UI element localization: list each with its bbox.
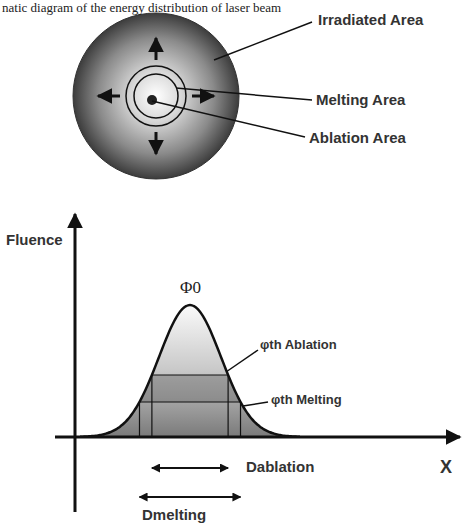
threshold-line xyxy=(152,374,228,375)
figure-title: natic diagram of the energy distribution… xyxy=(2,1,281,15)
threshold-line xyxy=(228,375,229,437)
leader-line xyxy=(152,101,305,137)
threshold-line xyxy=(139,401,240,402)
diameter-arrow xyxy=(139,496,240,498)
dimension-label: Dmelting xyxy=(142,507,206,524)
melting-ring xyxy=(126,66,186,126)
axis-label: Fluence xyxy=(6,232,63,249)
expansion-arrow xyxy=(155,38,158,60)
peak-label: Φ0 xyxy=(180,279,201,298)
leader-line xyxy=(243,402,268,406)
leader-line xyxy=(214,22,312,60)
ablation-ring xyxy=(134,74,178,118)
axis-label: X xyxy=(440,458,452,478)
threshold-label: φth Melting xyxy=(271,393,342,407)
leader-line xyxy=(176,88,312,100)
diameter-arrow xyxy=(152,467,228,469)
threshold-line xyxy=(151,375,152,437)
threshold-line xyxy=(139,402,140,437)
area-label: Melting Area xyxy=(316,92,405,109)
dimension-label: Dablation xyxy=(246,459,314,476)
expansion-arrow xyxy=(98,95,120,98)
gaussian-curve xyxy=(80,305,300,437)
area-label: Irradiated Area xyxy=(318,12,423,29)
leader-line xyxy=(226,350,258,372)
x-axis xyxy=(55,436,460,439)
threshold-label: φth Ablation xyxy=(260,338,337,352)
expansion-arrow xyxy=(192,95,214,98)
melting-band xyxy=(140,375,240,402)
threshold-line xyxy=(240,402,241,437)
ablation-dot xyxy=(147,95,157,105)
irradiated-spot xyxy=(73,13,239,179)
area-label: Ablation Area xyxy=(309,130,406,147)
fluence-axis xyxy=(74,214,77,512)
expansion-arrow xyxy=(155,132,158,154)
fluence-fill xyxy=(80,305,300,437)
